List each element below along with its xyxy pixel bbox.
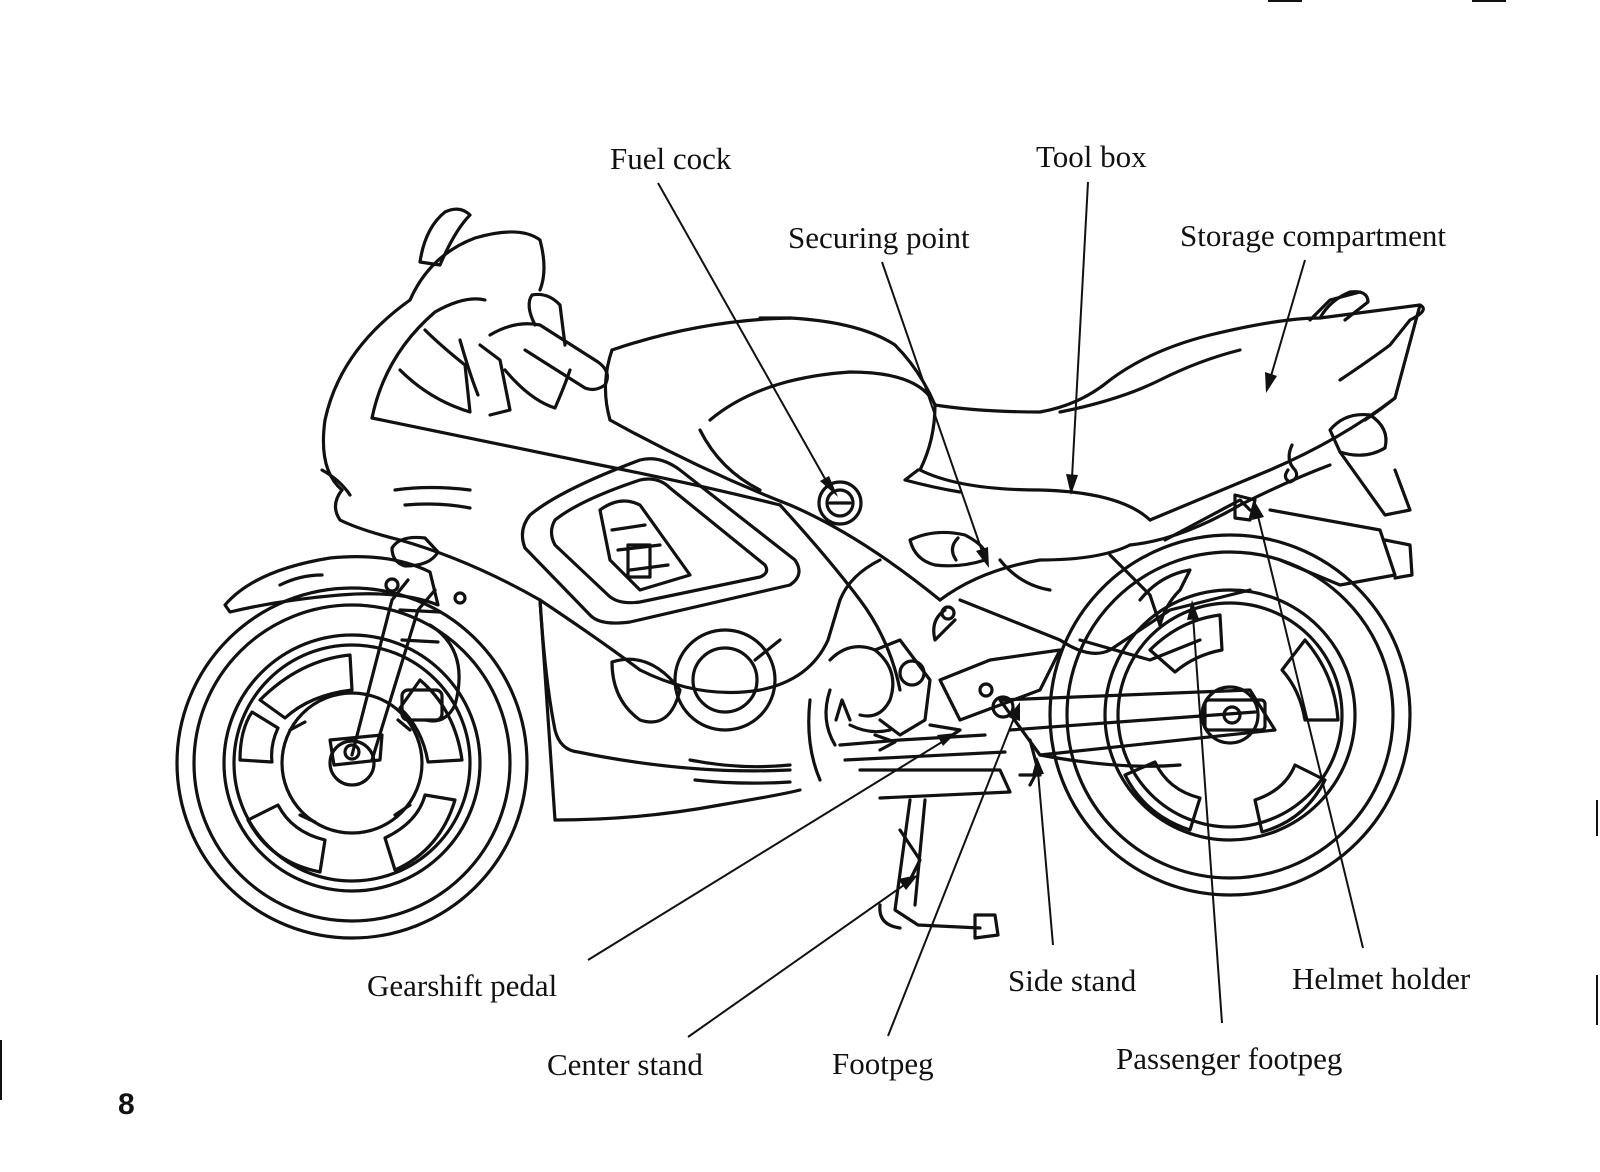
label-storage-compartment: Storage compartment: [1180, 218, 1446, 253]
front-fender: [223, 555, 440, 614]
securing-hook: [950, 536, 960, 562]
leader-side-stand: [1037, 771, 1054, 946]
label-center-stand: Center stand: [547, 1047, 703, 1082]
arrow-center-stand: [898, 875, 918, 890]
handlebar: [458, 292, 609, 417]
leader-tool-box: [1071, 181, 1089, 479]
leader-footpeg: [887, 717, 1015, 1037]
leader-center-stand: [687, 884, 905, 1038]
scan-mark-left: [0, 1040, 2, 1100]
seat: [933, 303, 1425, 414]
engine-cover: [610, 628, 782, 732]
scan-mark-right-2: [1596, 975, 1598, 1025]
scan-mark-top-right-1: [1268, 0, 1302, 2]
arrow-helmet-holder: [1252, 500, 1264, 520]
main-body: [608, 403, 1152, 695]
front-wheel: [175, 586, 529, 940]
securing-point-part: [908, 530, 988, 568]
label-fuel-cock: Fuel cock: [610, 141, 732, 176]
leader-storage-compartment: [1270, 259, 1306, 377]
rear-frame: [958, 493, 1257, 662]
label-gearshift-pedal: Gearshift pedal: [367, 968, 558, 1003]
lower-fairing: [538, 598, 802, 822]
scan-mark-right: [1596, 800, 1598, 836]
fuel-cock-part: [817, 480, 863, 526]
arrow-storage-compartment: [1265, 372, 1277, 393]
label-footpeg: Footpeg: [832, 1046, 934, 1081]
arrow-securing-point: [976, 547, 989, 568]
front-fork: [328, 577, 467, 767]
front-fairing: [320, 207, 782, 672]
label-helmet-holder: Helmet holder: [1292, 961, 1471, 996]
leader-gearshift-pedal: [587, 741, 943, 961]
tool-box-area: [998, 558, 1052, 592]
label-securing-point: Securing point: [788, 220, 970, 255]
page-number: 8: [118, 1088, 135, 1121]
front-turn-signal: [390, 535, 440, 568]
leader-helmet-holder: [1257, 515, 1364, 949]
rear-turn-signal: [1328, 412, 1412, 517]
leader-securing-point: [881, 261, 983, 552]
engine-frame: [807, 638, 932, 782]
arrow-side-stand: [1032, 757, 1044, 775]
scan-mark-top-right-2: [1472, 0, 1506, 2]
leader-fuel-cock: [657, 182, 829, 485]
leader-passenger-footpeg: [1192, 615, 1223, 1024]
helmet-hook: [1283, 443, 1299, 484]
swingarm: [998, 688, 1277, 768]
label-tool-box: Tool box: [1036, 139, 1147, 174]
arrow-fuel-cock: [820, 476, 838, 497]
footpeg-assembly: [834, 648, 1062, 800]
arrow-tool-box: [1066, 474, 1078, 495]
rear-wheel: [1048, 533, 1412, 897]
arrow-gearshift-pedal: [937, 733, 956, 746]
arrow-footpeg: [1008, 702, 1020, 721]
label-passenger-footpeg: Passenger footpeg: [1116, 1041, 1343, 1076]
fuel-tank: [603, 316, 937, 492]
muffler: [1268, 508, 1414, 587]
center-stand-part: [878, 798, 1000, 940]
arrow-passenger-footpeg: [1187, 600, 1199, 620]
side-fairing-panel: [520, 457, 801, 625]
label-side-stand: Side stand: [1008, 963, 1137, 998]
rear-cowl: [1128, 290, 1422, 547]
